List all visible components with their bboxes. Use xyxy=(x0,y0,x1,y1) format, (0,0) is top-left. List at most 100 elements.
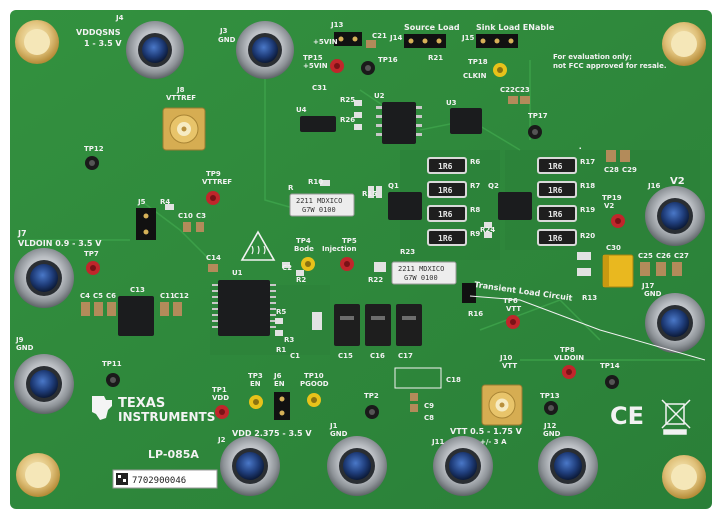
test-point-tp5[interactable] xyxy=(340,257,354,271)
label-j13-ref: J13 xyxy=(330,21,343,29)
jack-j11[interactable] xyxy=(433,436,493,496)
label-j10-name: VTT xyxy=(502,362,517,370)
ref-c15: C15 xyxy=(338,352,353,360)
silkscreen-outlines xyxy=(394,147,706,389)
test-point-tp13[interactable] xyxy=(544,401,558,415)
ref-j5: J5 xyxy=(137,198,146,206)
capacitor-c15 xyxy=(334,304,360,346)
capacitor-c17 xyxy=(396,304,422,346)
test-point-tp17[interactable] xyxy=(528,125,542,139)
header-r16[interactable] xyxy=(462,283,476,303)
test-point-tp11[interactable] xyxy=(106,373,120,387)
resistor-r7-code: 1R6 xyxy=(438,186,453,195)
ic-u2 xyxy=(376,102,422,144)
test-point-tp6[interactable] xyxy=(506,315,520,329)
label-tp18-name: CLKIN xyxy=(463,72,487,80)
ref-c17: C17 xyxy=(398,352,413,360)
test-point-tp9[interactable] xyxy=(206,191,220,205)
jack-j12[interactable] xyxy=(538,436,598,496)
ref-q2: Q2 xyxy=(488,182,499,190)
label-tp11: TP11 xyxy=(102,360,122,368)
jack-j4[interactable] xyxy=(126,21,184,79)
test-point-tp18[interactable] xyxy=(493,63,507,77)
jack-j7[interactable] xyxy=(14,248,74,308)
header-j13[interactable] xyxy=(334,32,362,46)
resistor-r17-code: 1R6 xyxy=(548,162,563,171)
test-point-tp1[interactable] xyxy=(215,405,229,419)
shunt-part-a: 2211 MDXICO G7W 0100 xyxy=(289,193,355,217)
jack-j1[interactable] xyxy=(327,436,387,496)
jack-j16[interactable] xyxy=(645,186,705,246)
ref-c12: C12 xyxy=(174,292,189,300)
ref-r18: R18 xyxy=(580,182,595,190)
resistor-r8-code: 1R6 xyxy=(438,210,453,219)
label-tp19-ref: TP19 xyxy=(602,194,622,202)
label-tp1-name: VDD xyxy=(212,394,229,402)
label-j3-ref: J3 xyxy=(219,27,228,35)
jack-j2[interactable] xyxy=(220,436,280,496)
ce-mark-icon: CE xyxy=(610,402,644,430)
label-tp17: TP17 xyxy=(528,112,548,120)
mosfet-q1 xyxy=(388,192,422,220)
ref-u4: U4 xyxy=(296,106,307,114)
label-j8-name: VTTREF xyxy=(166,94,196,102)
label-j1-ref: J1 xyxy=(329,422,338,430)
header-j15[interactable] xyxy=(476,34,518,48)
jack-j17[interactable] xyxy=(645,293,705,353)
label-j10-ref: J10 xyxy=(499,354,512,362)
ref-c29: C29 xyxy=(622,166,637,174)
ref-r5: R5 xyxy=(276,308,286,316)
ref-c4: C4 xyxy=(80,292,90,300)
ref-c10: C10 xyxy=(178,212,193,220)
texas-instruments-logo-icon xyxy=(92,396,112,420)
ref-r22: R22 xyxy=(368,276,383,284)
ref-c1: C1 xyxy=(290,352,300,360)
label-j16-name: V2 xyxy=(670,176,685,187)
regulator-c13 xyxy=(118,296,154,336)
serial-label: 7702900046 xyxy=(112,469,218,489)
ref-c18: C18 xyxy=(446,376,461,384)
sma-connector-j8[interactable] xyxy=(162,107,206,151)
mounting-hole-top-left xyxy=(15,20,59,64)
jack-j9[interactable] xyxy=(14,354,74,414)
shunt-part-b-line2: G7W 0100 xyxy=(404,274,438,282)
label-j7-ref: J7 xyxy=(17,229,27,238)
test-point-tp15[interactable] xyxy=(330,59,344,73)
label-j3-name: GND xyxy=(218,36,236,44)
test-point-tp4[interactable] xyxy=(301,257,315,271)
mounting-hole-top-right xyxy=(662,22,706,66)
ref-r25: R25 xyxy=(340,96,355,104)
test-point-tp16[interactable] xyxy=(361,61,375,75)
ref-c30: C30 xyxy=(606,244,621,252)
power-resistors-right xyxy=(537,157,577,246)
ref-r7: R7 xyxy=(470,182,480,190)
test-point-tp14[interactable] xyxy=(605,375,619,389)
test-point-tp12[interactable] xyxy=(85,156,99,170)
label-j2-ref: J2 xyxy=(217,436,226,444)
ref-r8: R8 xyxy=(470,206,480,214)
header-j6[interactable] xyxy=(274,392,290,420)
ref-r24: R24 xyxy=(480,226,495,234)
test-point-tp3[interactable] xyxy=(249,395,263,409)
test-point-tp2[interactable] xyxy=(365,405,379,419)
header-j14[interactable] xyxy=(404,34,446,48)
sma-connector-j10[interactable] xyxy=(481,384,523,426)
header-j5[interactable] xyxy=(136,208,156,240)
label-j12-ref: J12 xyxy=(543,422,556,430)
test-point-tp8[interactable] xyxy=(562,365,576,379)
smd-resistors xyxy=(165,100,591,336)
ref-c14: C14 xyxy=(206,254,221,262)
test-point-tp10[interactable] xyxy=(307,393,321,407)
label-sink-load: Sink Load ENable xyxy=(476,23,555,32)
shunt-part-b-line1: 2211 MDXICO xyxy=(398,265,444,273)
test-point-tp7[interactable] xyxy=(86,261,100,275)
ref-c25: C25 xyxy=(638,252,653,260)
label-j4-name: VDDQSNS xyxy=(76,28,121,37)
ref-q1: Q1 xyxy=(388,182,399,190)
resistor-r19-code: 1R6 xyxy=(548,210,563,219)
jack-j3[interactable] xyxy=(236,21,294,79)
test-point-tp19[interactable] xyxy=(611,214,625,228)
label-tp2: TP2 xyxy=(364,392,379,400)
